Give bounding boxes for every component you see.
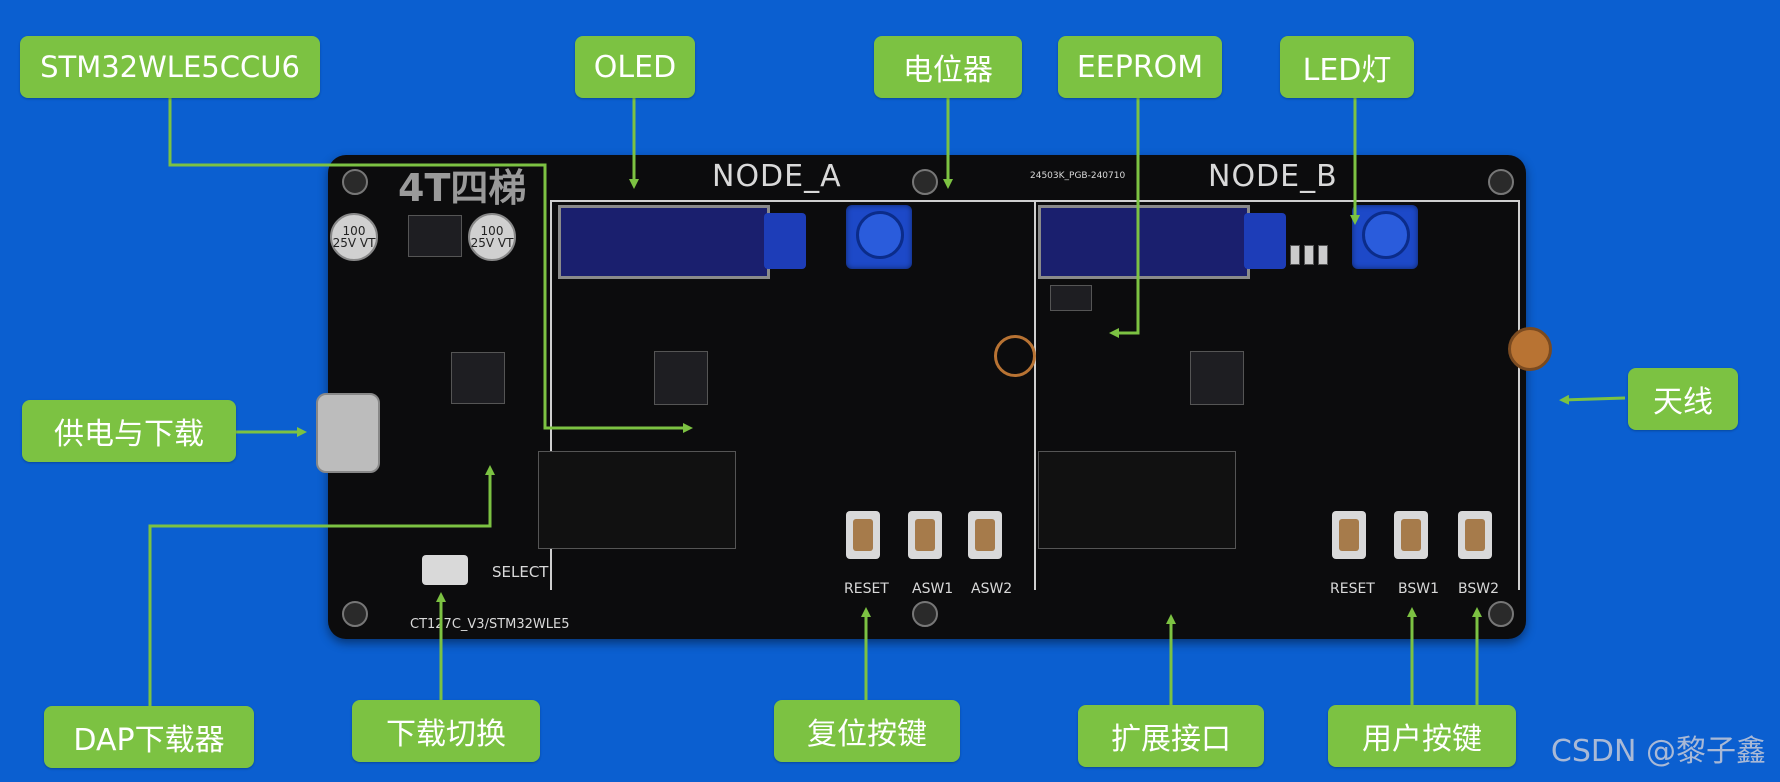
section-divider	[550, 200, 552, 590]
label-led: LED灯	[1280, 36, 1414, 98]
potentiometer-a-dial	[856, 211, 904, 259]
bsw1-button	[1394, 511, 1428, 559]
arrow-dap	[148, 465, 495, 706]
arrow-eeprom	[1109, 98, 1140, 338]
reset-button-a	[846, 511, 880, 559]
section-divider	[550, 200, 1518, 202]
capacitor: 100 25V VT	[468, 213, 516, 261]
mount-hole	[342, 601, 368, 627]
asw1-text: ASW1	[912, 581, 954, 597]
regulator-chip	[408, 215, 462, 257]
capacitor-text: 100 25V VT	[470, 224, 514, 250]
section-divider	[1034, 200, 1036, 590]
label-switch: 下载切换	[352, 700, 540, 762]
label-power: 供电与下载	[22, 400, 236, 462]
select-switch	[422, 555, 468, 585]
node-a-title: NODE_A	[712, 159, 842, 194]
antenna-b	[1508, 327, 1552, 371]
asw2-text: ASW2	[971, 581, 1013, 597]
mount-hole	[912, 169, 938, 195]
mount-hole	[1488, 601, 1514, 627]
reset-b-text: RESET	[1330, 581, 1375, 597]
oled-display-a	[558, 205, 770, 279]
led-b3	[1318, 245, 1328, 265]
led-b1	[1290, 245, 1300, 265]
label-reset: 复位按键	[774, 700, 960, 762]
mcu-chip-a	[654, 351, 708, 405]
asw1-button	[908, 511, 942, 559]
section-divider	[1518, 200, 1520, 590]
oled-flex-b	[1244, 213, 1286, 269]
pcb-board: 4T四梯 NODE_A NODE_B 24503K_PGB-240710 CT1…	[316, 155, 1552, 639]
board-logo: 4T四梯	[398, 166, 527, 210]
mcu-chip-dap	[451, 352, 505, 404]
label-expand: 扩展接口	[1078, 705, 1264, 767]
label-mcu: STM32WLE5CCU6	[20, 36, 320, 98]
oled-flex-a	[764, 213, 806, 269]
capacitor: 100 25V VT	[330, 213, 378, 261]
label-dap: DAP下载器	[44, 706, 254, 768]
arrow-mcu	[168, 98, 693, 433]
board-serial: 24503K_PGB-240710	[1030, 171, 1126, 181]
bsw2-button	[1458, 511, 1492, 559]
label-oled: OLED	[575, 36, 695, 98]
watermark: CSDN @黎子鑫	[1550, 734, 1766, 769]
mount-hole	[1488, 169, 1514, 195]
expansion-header-b	[1038, 451, 1236, 549]
antenna-a	[994, 335, 1036, 377]
potentiometer-b-dial	[1362, 211, 1410, 259]
label-user: 用户按键	[1328, 705, 1516, 767]
label-antenna: 天线	[1628, 368, 1738, 430]
select-text: SELECT	[492, 563, 549, 581]
label-eeprom: EEPROM	[1058, 36, 1222, 98]
oled-display-b	[1038, 205, 1250, 279]
capacitor-text: 100 25V VT	[332, 224, 376, 250]
mcu-chip-b	[1190, 351, 1244, 405]
mount-hole	[342, 169, 368, 195]
reset-a-text: RESET	[844, 581, 889, 597]
label-pot: 电位器	[874, 36, 1022, 98]
bsw2-text: BSW2	[1458, 581, 1499, 597]
usb-c-port	[316, 393, 380, 473]
led-b2	[1304, 245, 1314, 265]
board-model: CT127C_V3/STM32WLE5	[410, 617, 570, 632]
asw2-button	[968, 511, 1002, 559]
expansion-header-a	[538, 451, 736, 549]
node-b-title: NODE_B	[1208, 159, 1338, 194]
mount-hole	[912, 601, 938, 627]
eeprom-chip	[1050, 285, 1092, 311]
arrow-antenna	[1559, 394, 1626, 405]
bsw1-text: BSW1	[1398, 581, 1439, 597]
reset-button-b	[1332, 511, 1366, 559]
